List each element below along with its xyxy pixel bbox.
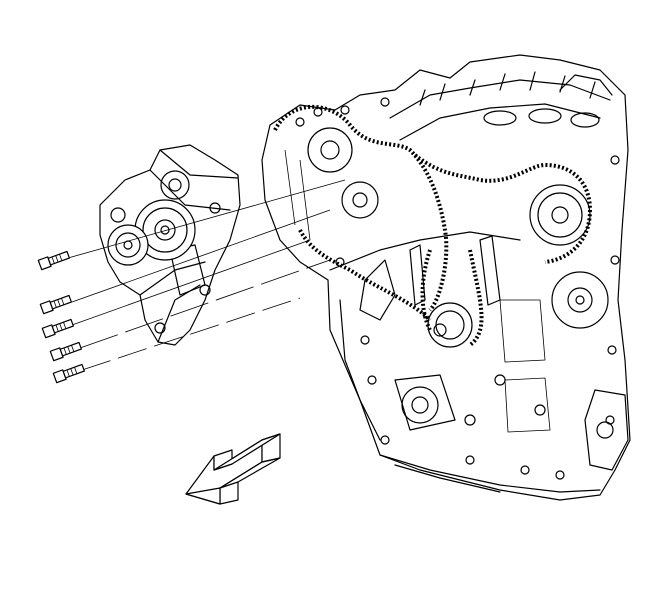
engine-block-icon (261, 54, 631, 501)
bolt-icon (52, 363, 85, 384)
bolt-icon (39, 294, 72, 315)
bolt-icon (41, 318, 74, 339)
arrow-icon (185, 433, 281, 505)
bolt-icon (49, 341, 82, 362)
block-bolt-bosses (295, 97, 620, 480)
bracket-icon (99, 144, 241, 346)
bolt-leader-lines (67, 179, 346, 371)
bolt-icon (37, 250, 70, 271)
